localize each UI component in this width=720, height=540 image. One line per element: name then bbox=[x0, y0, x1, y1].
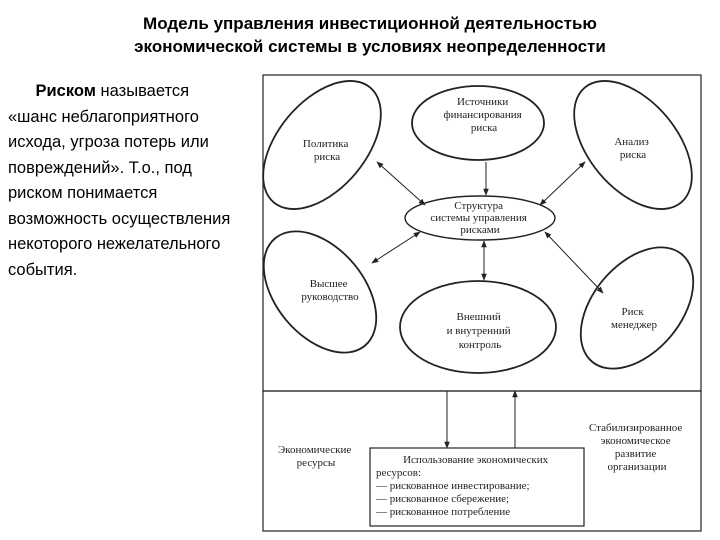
structure-ellipse bbox=[404, 195, 556, 241]
risk-definition: Риском называется «шанс неблагоприятного… bbox=[8, 79, 258, 283]
definition-line-8: события. bbox=[8, 260, 78, 279]
lower-frame bbox=[262, 390, 702, 532]
definition-line-4: повреждений». Т.о., под bbox=[8, 158, 192, 177]
control-ellipse bbox=[399, 280, 557, 374]
usage-box bbox=[369, 447, 585, 527]
sources-ellipse bbox=[411, 85, 545, 161]
management-ellipse bbox=[262, 230, 378, 354]
resources-label: Экономические ресурсы bbox=[278, 444, 354, 469]
slide-title-line-2: экономической системы в условиях неопред… bbox=[134, 37, 606, 56]
definition-line-3: исхода, угроза потерь или bbox=[8, 133, 209, 151]
definition-line-6: возможность осуществления bbox=[8, 209, 231, 228]
slide-title: Модель управления инвестиционной деятель… bbox=[40, 12, 700, 58]
definition-line-2: «шанс неблагоприятного bbox=[8, 107, 199, 126]
slide-title-line-1: Модель управления инвестиционной деятель… bbox=[143, 14, 597, 33]
control-label: Внешний и внутренний контроль bbox=[447, 311, 514, 351]
policy-label: Политика риска bbox=[303, 138, 351, 163]
stable-development-label: Стабилизированное экономическое развитие… bbox=[589, 422, 685, 473]
arrow-policy-structure bbox=[376, 161, 426, 206]
definition-line-5: риском понимается bbox=[8, 184, 158, 202]
arrow-structure-manager bbox=[544, 231, 604, 294]
analysis-ellipse bbox=[573, 80, 693, 210]
manager-label: Риск менеджер bbox=[611, 306, 657, 331]
definition-term: Риском bbox=[35, 82, 96, 100]
definition-line-1: Риском называется bbox=[8, 79, 258, 105]
analysis-label: Анализ риска bbox=[614, 136, 651, 161]
sources-label: Источники финансирования риска bbox=[444, 96, 525, 134]
definition-line-7: некоторого нежелательного bbox=[8, 235, 221, 253]
arrow-analysis-structure bbox=[539, 161, 586, 206]
definition-line-1-rest: называется bbox=[95, 82, 190, 100]
policy-ellipse bbox=[262, 80, 382, 210]
usage-label: Использование экономических ресурсов: — … bbox=[375, 454, 551, 518]
arrow-structure-management bbox=[371, 231, 421, 264]
management-label: Высшее руководство bbox=[301, 278, 359, 303]
structure-label: Структура системы управления рисками bbox=[430, 200, 529, 236]
